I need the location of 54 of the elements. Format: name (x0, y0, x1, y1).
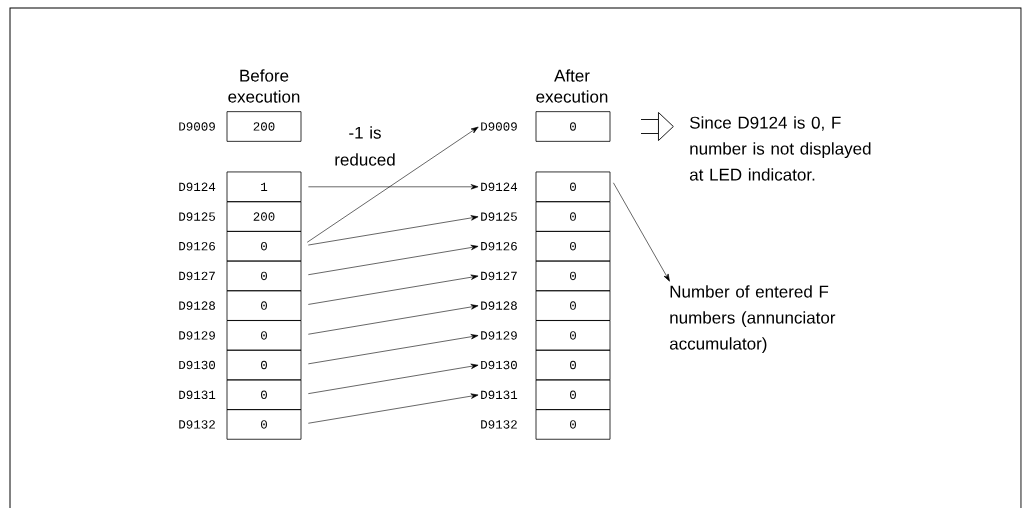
memory-cell: 1 (226, 171, 302, 203)
arrow (308, 244, 479, 276)
register-label: D9126 (481, 241, 517, 251)
memory-cell: 0 (535, 230, 611, 262)
register-label: D9129 (179, 331, 215, 340)
register-label: D9127 (179, 271, 215, 281)
register-label: D9126 (179, 241, 215, 251)
note-text: Since D9124 is 0, F number is not displayed at LED indicator. (689, 116, 871, 181)
memory-cell: 0 (535, 111, 611, 142)
register-label: D9130 (179, 360, 216, 370)
memory-cell: 0 (535, 409, 611, 440)
memory-cell: 0 (535, 201, 611, 232)
register-label: D9129 (481, 331, 517, 340)
register-label: D9130 (481, 360, 517, 370)
register-label: D9124 (179, 182, 216, 192)
memory-cell: 0 (226, 260, 302, 292)
arrow (613, 182, 670, 282)
register-label: D9128 (179, 301, 215, 310)
register-label: D9128 (481, 301, 517, 310)
memory-cell: 0 (226, 349, 302, 381)
memory-cell: 0 (226, 320, 302, 351)
memory-cell: 0 (535, 260, 611, 292)
register-label: D9131 (179, 390, 216, 400)
register-label: D9125 (179, 212, 215, 221)
memory-cell: 0 (535, 379, 611, 411)
register-label: D9132 (481, 420, 517, 429)
arrow (308, 304, 479, 335)
register-label: D9127 (481, 271, 517, 281)
memory-cell: 0 (535, 349, 611, 381)
arrow (308, 363, 479, 394)
memory-cell: 0 (226, 290, 302, 321)
register-label: D9009 (481, 122, 517, 131)
memory-cell: 0 (226, 230, 302, 262)
arrow (308, 334, 479, 365)
arrow (308, 274, 479, 305)
memory-cell: 0 (535, 290, 611, 321)
arrow (308, 184, 479, 190)
note-text: Number of entered F numbers (annunciator accumulator) (669, 285, 836, 354)
memory-cell: 200 (226, 111, 302, 142)
arrow (306, 126, 479, 243)
arrow (308, 215, 479, 246)
memory-cell: 0 (535, 171, 611, 203)
register-label: D9132 (179, 420, 215, 429)
register-label: D9131 (481, 390, 518, 400)
register-label: D9124 (481, 182, 518, 192)
note-text: -1 is reduced (335, 126, 395, 166)
memory-cell: 0 (226, 409, 302, 440)
register-label: D9009 (179, 122, 215, 131)
arrow (308, 393, 479, 424)
memory-cell: 0 (226, 379, 302, 411)
register-label: D9125 (481, 212, 517, 221)
memory-cell: 200 (226, 201, 302, 232)
memory-cell: 0 (535, 320, 611, 351)
block-arrow (641, 112, 674, 141)
